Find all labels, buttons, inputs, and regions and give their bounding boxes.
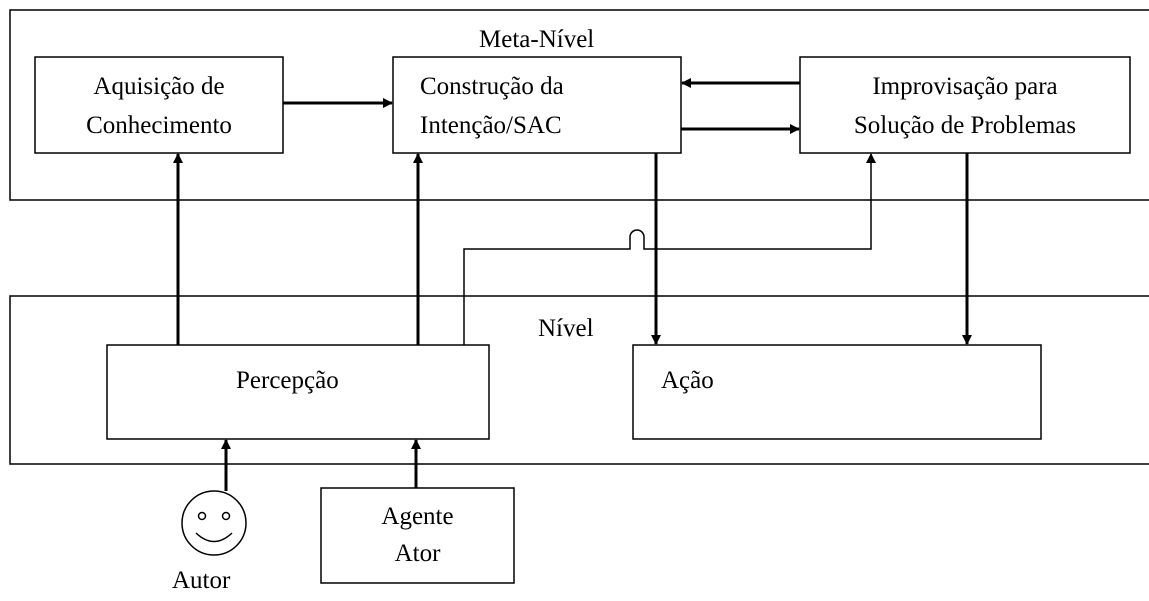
agent-box-label-line2: Ator xyxy=(394,540,441,567)
perception-box-label: Percepção xyxy=(236,367,339,394)
agent-box-label-line1: Agente xyxy=(381,503,454,530)
improvisation-box-label-line1: Improvisação para xyxy=(872,73,1058,100)
perception-box xyxy=(106,344,490,440)
intention-box-label-line2: Intenção/SAC xyxy=(420,112,562,139)
meta-level-region xyxy=(9,9,1149,201)
intention-box-label-line1: Construção da xyxy=(420,73,564,100)
author-label: Autor xyxy=(172,567,231,594)
level-label: Nível xyxy=(538,315,594,342)
acquisition-box xyxy=(34,56,284,154)
meta-level-label: Meta-Nível xyxy=(479,26,595,53)
action-box-label: Ação xyxy=(661,367,714,394)
author-smiley-icon xyxy=(181,490,247,556)
acquisition-box-label-line2: Conhecimento xyxy=(86,112,232,139)
level-region xyxy=(9,295,1149,465)
agent-box xyxy=(320,487,515,584)
arrow-perception-to-improvisation xyxy=(463,153,876,345)
intention-box xyxy=(392,56,682,154)
improvisation-box-label-line2: Solução de Problemas xyxy=(853,112,1077,139)
acquisition-box-label-line1: Aquisição de xyxy=(93,73,225,100)
improvisation-box xyxy=(799,56,1131,154)
action-box xyxy=(632,344,1042,440)
